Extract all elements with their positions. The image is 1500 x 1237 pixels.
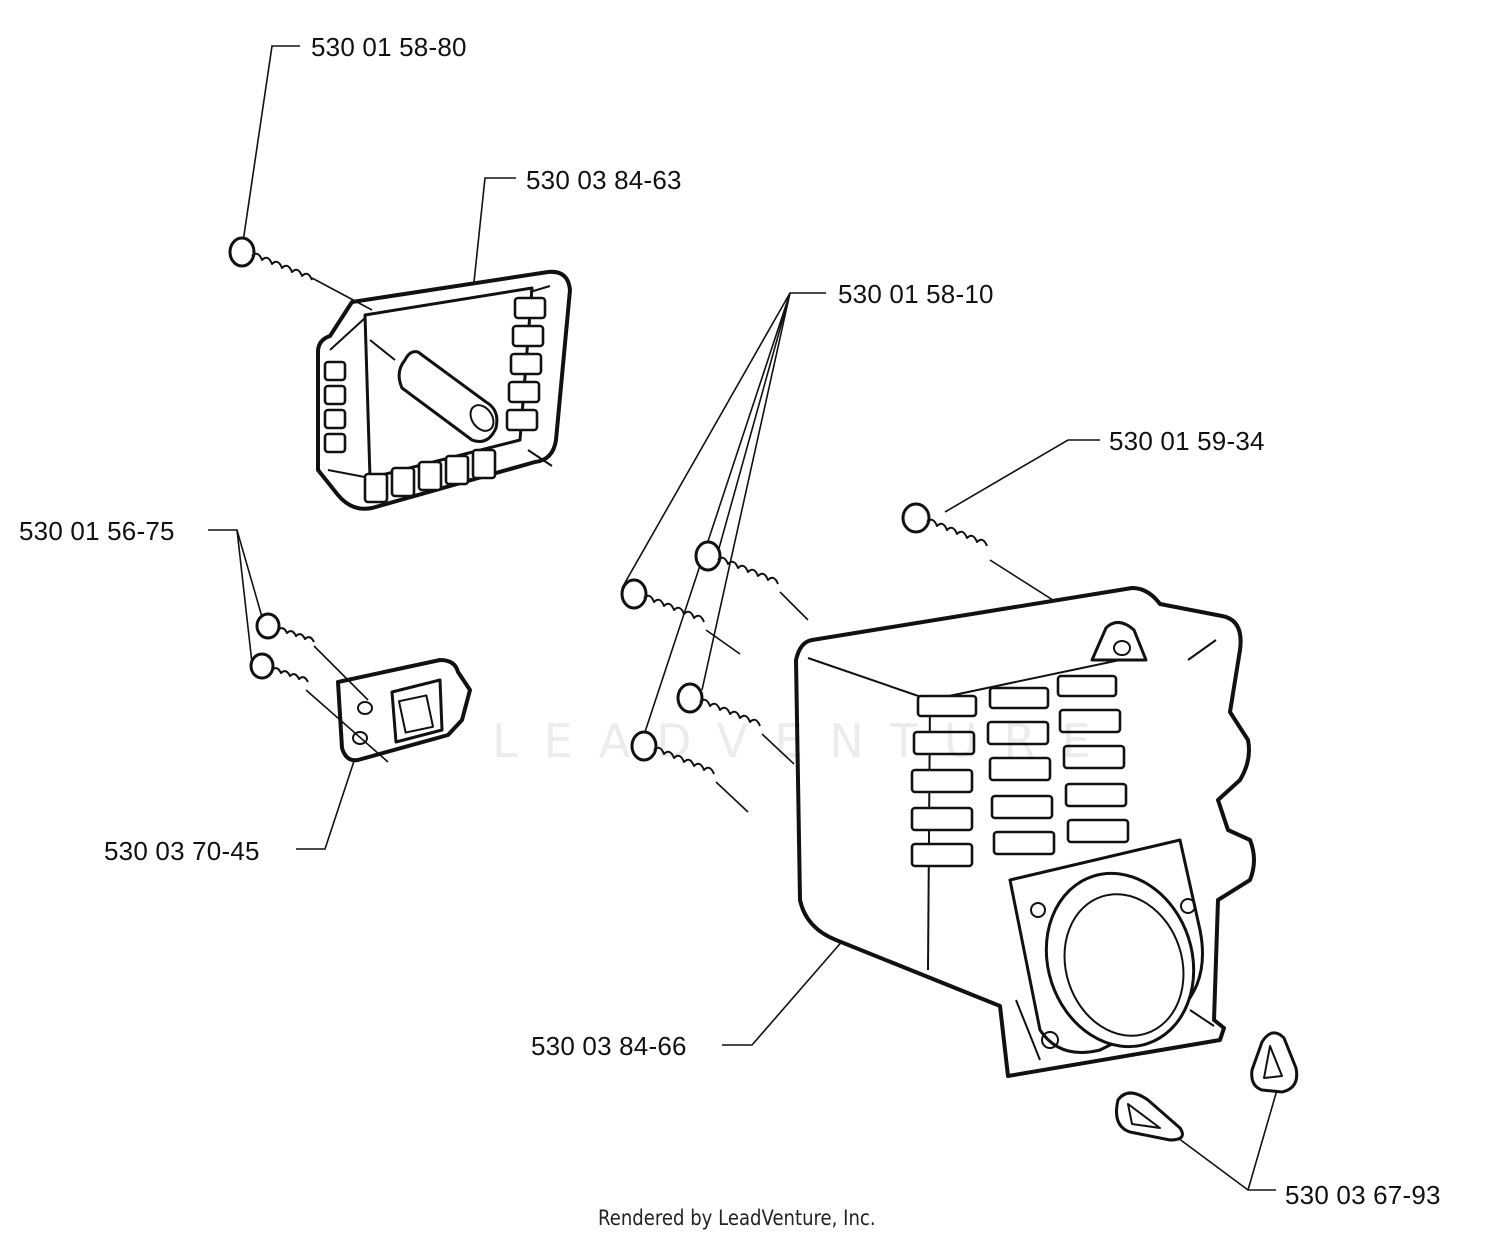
part-label-530-03-67-93: 530 03 67-93 (1285, 1180, 1441, 1210)
leader-lines (208, 45, 1278, 1191)
part-label-530-01-58-80: 530 01 58-80 (311, 32, 467, 62)
screw-530-01-58-80 (228, 236, 373, 311)
part-label-530-03-84-66: 530 03 84-66 (531, 1031, 687, 1061)
part-label-530-03-84-63: 530 03 84-63 (526, 165, 682, 195)
wedges-530-03-67-93 (1115, 1031, 1299, 1142)
air-filter-cover (316, 269, 572, 511)
mounting-bracket (336, 658, 472, 763)
part-label-530-01-59-34: 530 01 59-34 (1109, 426, 1265, 456)
part-label-530-01-58-10: 530 01 58-10 (838, 279, 994, 309)
screws-530-01-58-10 (620, 540, 809, 813)
footer-credit: Rendered by LeadVenture, Inc. (598, 1206, 876, 1230)
watermark-text: LEADVENTURE (492, 714, 1117, 768)
part-label-530-01-56-75: 530 01 56-75 (19, 516, 175, 546)
part-label-530-03-70-45: 530 03 70-45 (104, 836, 260, 866)
cylinder-cover (794, 586, 1256, 1078)
screws-530-01-56-75 (249, 612, 389, 763)
